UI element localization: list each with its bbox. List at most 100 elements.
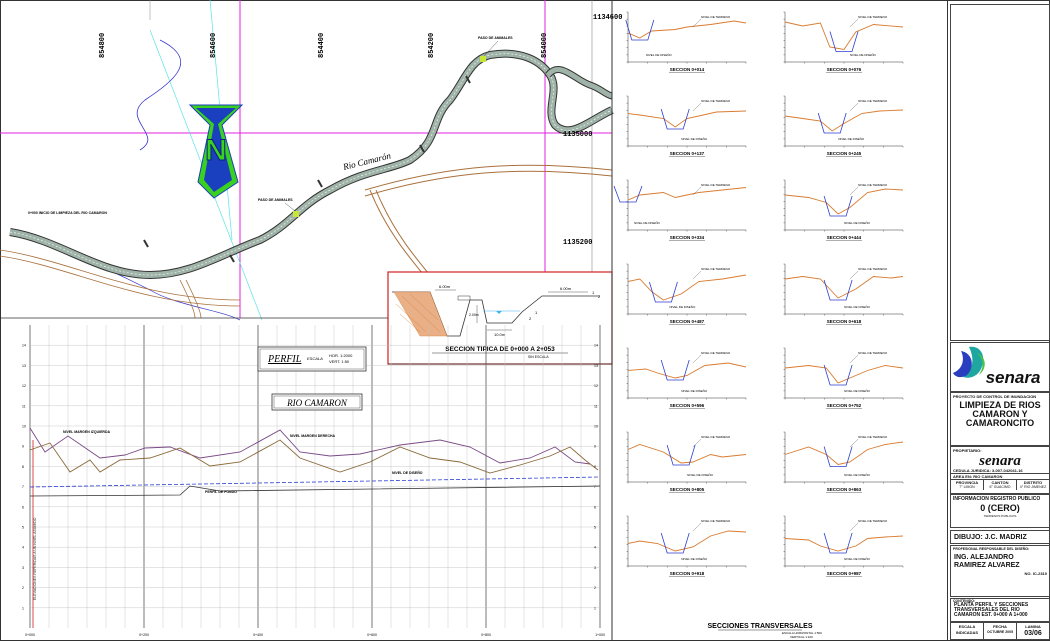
profile-scale-v: VERT. 1:50 [329,359,350,364]
profile-y-tick: 2 [22,586,24,590]
terrain-level-label: NIVEL DE TERRENO [858,267,888,271]
cross-section: NIVEL DE TERRENO NIVEL DE DISEÑO SECCION 0… [783,263,904,325]
terrain-line [784,109,904,132]
start-label: 0+000 INICIO DE LIMPIEZA DEL RIO CAMARON [28,211,107,215]
bottom-profile-line [29,485,601,497]
profile-x-tick: 0+600 [367,633,377,637]
registry-header: INFORMACION REGISTRO PUBLICO [953,496,1041,502]
east-coord-label: 854800 [99,33,107,58]
profile-x-tick: 0+800 [481,633,491,637]
design-section-line [823,446,853,467]
design-section-line [666,444,696,466]
cross-section: NIVEL DE TERRENO NIVEL DE DISEÑO SECCION 0… [783,347,904,409]
profile-y-tick: 2 [594,586,596,590]
sections-scale-h: ESCALA HORIZONTAL 1:500 [782,631,822,635]
logo-text: senara [986,368,1041,387]
terrain-level-label: NIVEL DE TERRENO [701,519,731,523]
canton-value: 6° GUACIMO [989,485,1011,489]
terrain-line [784,21,904,50]
profile-y-tick: 10 [22,425,26,429]
profile-y-tick: 5 [594,526,596,530]
north-arrow: N [188,104,244,199]
senara-logo: senara [953,346,1041,387]
design-section-line [660,108,690,130]
terrain-line [627,110,747,128]
design-level-label: NIVEL DE DISEÑO [844,304,871,309]
content-header: CONTENIDO: [953,599,976,603]
terrain-level-label: NIVEL DE TERRENO [701,15,731,19]
animal-pass-label: PASO DE ANIMALES [478,36,513,40]
section-name: SECCION 0+987 [827,571,862,576]
profile-y-tick: 8 [594,465,596,469]
profile-y-tick: 3 [22,566,24,570]
section-name: SECCION 0+245 [827,151,862,156]
terrain-level-label: NIVEL DE TERRENO [858,99,888,103]
registry-box: INFORMACION REGISTRO PUBLICO 0 (CERO) TE… [950,494,1050,528]
profile-y-tick: 7 [594,485,596,489]
title-block: senara PROYECTO DE CONTROL DE INUNDACION… [947,0,1050,641]
project-header: PROYECTO DE CONTROL DE INUNDACION [953,394,1037,399]
profile-y-tick: 8 [22,465,24,469]
design-level-label: NIVEL DE DISEÑO [838,136,865,141]
profile-y-tick: 11 [22,404,26,408]
project-box: PROYECTO DE CONTROL DE INUNDACION LIMPIE… [950,392,1050,446]
profile-scale-h: HOR. 1:2000 [329,353,353,358]
right-bank-label: NIVEL MARGEN DERECHA [290,434,336,438]
scale-header: ESCALA [958,624,976,629]
scale-value: INDICADAS [955,630,979,635]
profile-scale-label: ESCALA [307,356,323,361]
profile-y-tick: 1 [594,606,596,610]
design-level-label: NIVEL DE DISEÑO [634,220,661,225]
profile-y-tick: 7 [22,485,24,489]
terrain-line [627,187,747,201]
area-text: AREA EN: RIO CAMARON [951,473,1049,479]
profile-x-tick: 0+200 [139,633,149,637]
design-level-label: NIVEL DE DISEÑO [844,388,871,393]
profile-y-tick: 6 [594,505,596,509]
sections-title: SECCIONES TRANSVERSALES [707,623,812,630]
river-outline [9,49,614,280]
section-name: SECCION 0+918 [670,571,705,576]
section-name: SECCION 0+618 [827,319,862,324]
north-letter: N [205,134,227,167]
profile-x-tick: 0+000 [25,633,35,637]
design-level-label: NIVEL DE DISEÑO [681,136,708,141]
animal-pass-marker [480,56,486,62]
profile-y-tick: 12 [22,384,26,388]
section-name: SECCION 0+752 [827,403,862,408]
terrain-level-label: NIVEL DE TERRENO [858,351,888,355]
date-header: FECHA [993,624,1007,629]
sheet-value: 03/06 [1024,630,1042,637]
east-coord-label: 854000 [541,33,549,58]
bottom-profile-label: PERFIL DE FONDO [205,490,237,494]
design-section-line [625,19,655,41]
slope-label: 1 [535,310,538,315]
section-name: SECCION 0+487 [670,319,705,324]
title-block-blank [950,4,1050,341]
design-level-label: NIVEL DE DISEÑO [392,470,423,475]
owner-header: PROPIETARIO: [953,448,982,453]
section-name: SECCION 0+596 [670,403,705,408]
terrain-level-label: NIVEL DE TERRENO [858,435,888,439]
design-level-label: NIVEL DE DISEÑO [844,472,871,477]
design-section-line [649,281,678,303]
river-title-box [271,393,363,411]
design-level-label: NIVEL DE DISEÑO [681,388,708,393]
design-level-line [29,476,601,488]
section-name: SECCION 0+334 [670,235,705,240]
project-title: LIMPIEZA DE RIOS CAMARON Y CAMARONCITO [959,400,1041,428]
terrain-line [784,441,904,465]
profile-vertical-note: ELEVACIONES REFERIDAS A UN NIVEL ASUMIDO [33,517,37,600]
typical-section-subtitle: SIN ESCALA [528,355,549,359]
profile-y-tick: 1 [22,606,24,610]
canton-header: CANTON [991,480,1009,485]
responsible-box: PROFESIONAL RESPONSABLE DEL DISEÑO: ING.… [950,545,1050,597]
cross-sections: NIVEL DE TERRENO NIVEL DE DISEÑO SECCION 0… [613,11,904,577]
